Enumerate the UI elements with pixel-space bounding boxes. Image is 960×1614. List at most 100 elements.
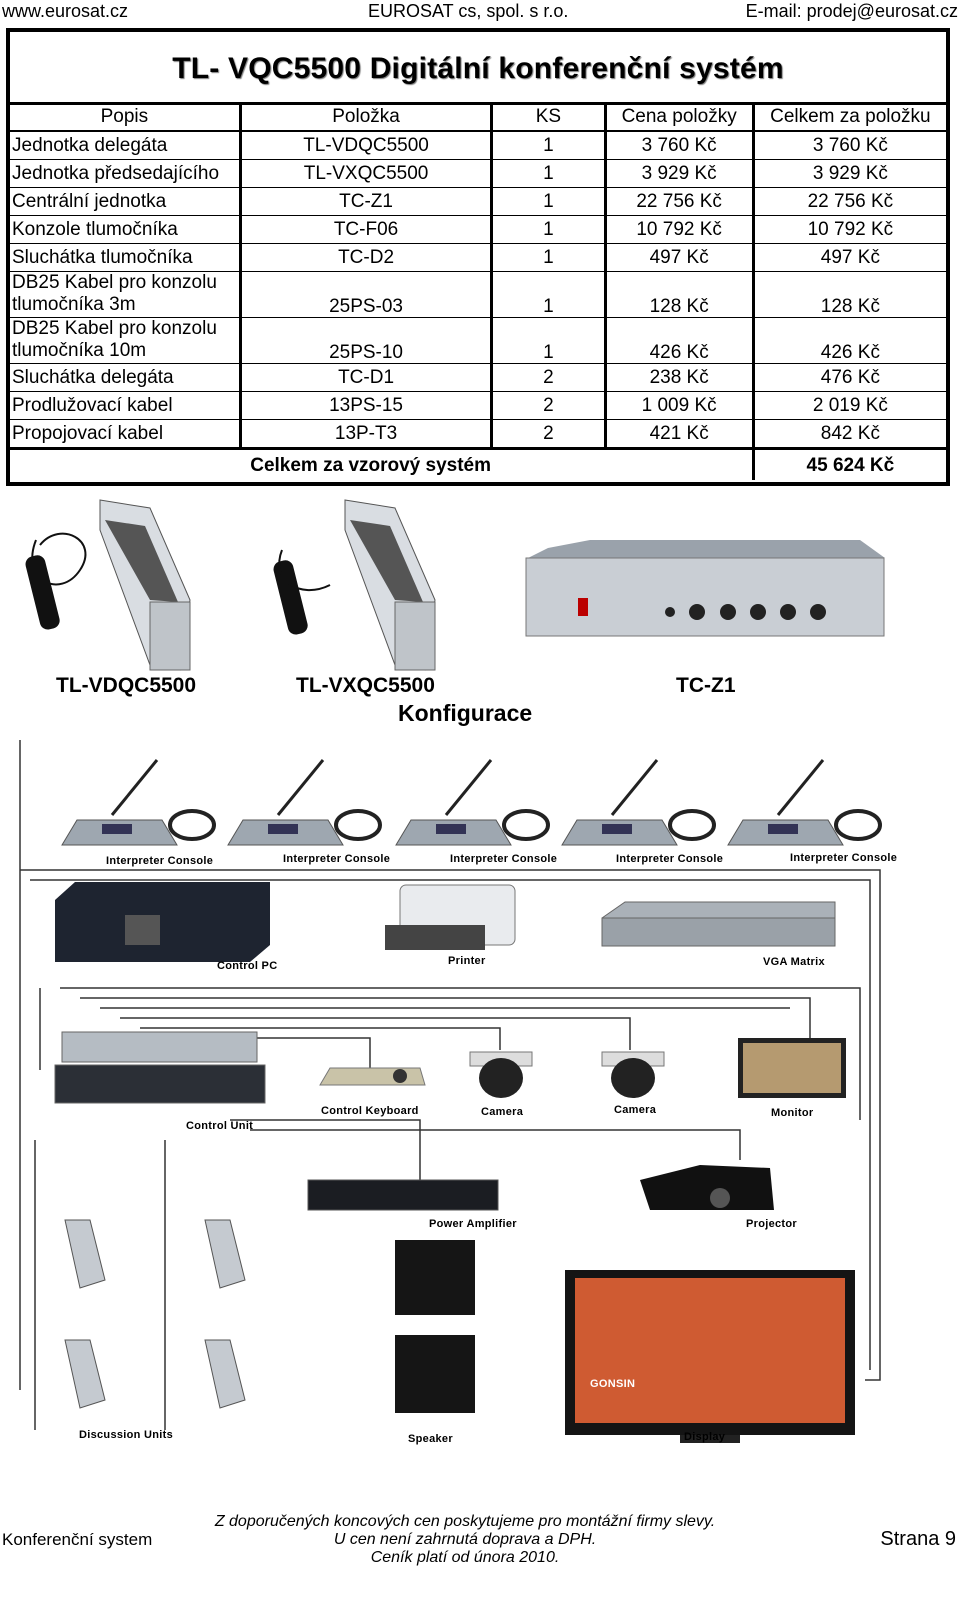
cell-polozka: 13P-T3 [240, 419, 494, 449]
total-value: 45 624 Kč [751, 447, 946, 480]
label-interpreter-console: Interpreter Console [450, 853, 558, 865]
footer-note-2: U cen není zahrnutá doprava a DPH. [333, 1531, 597, 1548]
cell-cena: 238 Kč [605, 363, 755, 392]
table-row: Centrální jednotka TC-Z1 1 22 756 Kč 22 … [10, 187, 946, 216]
cell-polozka: TL-VDQC5500 [240, 131, 494, 160]
table-row: Propojovací kabel 13P-T3 2 421 Kč 842 Kč [10, 419, 946, 449]
cell-polozka: TL-VXQC5500 [240, 159, 494, 188]
label-monitor: Monitor [771, 1107, 814, 1119]
col-header-celkem: Celkem za položku [753, 102, 946, 132]
cell-polozka: TC-D2 [240, 243, 494, 272]
control-keyboard-image [319, 1067, 426, 1086]
cell-ks: 1 [491, 159, 607, 188]
table-row: Sluchátka tlumočníka TC-D2 1 497 Kč 497 … [10, 243, 946, 272]
label-interpreter-console: Interpreter Console [283, 853, 391, 865]
cell-ks: 1 [491, 131, 607, 160]
cell-popis-line1: DB25 Kabel pro konzolu [12, 318, 217, 339]
label-control-pc: Control PC [217, 960, 278, 972]
cell-ks: 2 [491, 363, 607, 392]
connection-lines [19, 740, 881, 1430]
title-box: TL- VQC5500 Digitální konferenční systém [10, 32, 946, 105]
website-url: www.eurosat.cz [2, 1, 129, 21]
cell-cena: 3 760 Kč [605, 131, 755, 160]
cell-ks: 1 [491, 243, 607, 272]
label-vga-matrix: VGA Matrix [763, 956, 825, 968]
table-row: Sluchátka delegáta TC-D1 2 238 Kč 476 Kč [10, 363, 946, 392]
col-header-popis: Popis [10, 102, 242, 132]
vga-matrix-image [601, 901, 836, 947]
footer-note-3: Ceník platí od února 2010. [370, 1549, 560, 1566]
product-label-1: TL-VDQC5500 [56, 674, 197, 697]
cell-polozka: 25PS-10 [240, 317, 494, 364]
label-discussion-units: Discussion Units [79, 1429, 174, 1441]
cell-ks: 1 [491, 187, 607, 216]
camera-image [601, 1051, 665, 1098]
monitor-image [738, 1038, 846, 1098]
table-row: Jednotka předsedajícího TL-VXQC5500 1 3 … [10, 159, 946, 188]
cell-popis: Jednotka delegáta [10, 131, 242, 160]
cell-popis-line2: tlumočníka 10m [12, 340, 147, 361]
label-speaker: Speaker [408, 1433, 453, 1445]
cell-popis: Sluchátka delegáta [10, 363, 242, 392]
cell-celkem: 22 756 Kč [753, 187, 946, 216]
footer-note-1: Z doporučených koncových cen poskytujeme… [214, 1513, 716, 1530]
label-interpreter-console: Interpreter Console [106, 855, 214, 867]
printer-image [385, 884, 516, 950]
cell-cena: 3 929 Kč [605, 159, 755, 188]
label-camera: Camera [481, 1106, 524, 1118]
label-display: Display [684, 1431, 726, 1443]
cell-ks: 1 [491, 271, 607, 318]
configuration-diagram [19, 740, 882, 1443]
cell-celkem: 842 Kč [753, 419, 946, 449]
table-row: Prodlužovací kabel 13PS-15 2 1 009 Kč 2 … [10, 391, 946, 420]
cell-popis: Jednotka předsedajícího [10, 159, 242, 188]
cell-polozka: 25PS-03 [240, 271, 494, 318]
total-row: Celkem za vzorový systém 45 624 Kč [10, 447, 946, 480]
cell-polozka: TC-D1 [240, 363, 494, 392]
cell-polozka: TC-F06 [240, 215, 494, 244]
footer-doc-name: Konferenční system [2, 1530, 153, 1549]
cell-popis: Prodlužovací kabel [10, 391, 242, 420]
cell-popis: Konzole tlumočníka [10, 215, 242, 244]
label-interpreter-console: Interpreter Console [790, 852, 898, 864]
cell-popis-line2: tlumočníka 3m [12, 294, 136, 315]
cell-ks: 2 [491, 391, 607, 420]
label-control-keyboard: Control Keyboard [321, 1105, 419, 1117]
chairman-unit-image [273, 499, 436, 671]
company-name: EUROSAT cs, spol. s r.o. [368, 1, 569, 21]
email-address: E-mail: prodej@eurosat.cz [745, 1, 958, 21]
table-row: Jednotka delegáta TL-VDQC5500 1 3 760 Kč… [10, 131, 946, 160]
col-header-cena: Cena položky [605, 102, 755, 132]
power-amplifier-image [307, 1179, 499, 1211]
projector-image [640, 1165, 774, 1210]
product-label-3: TC-Z1 [676, 674, 736, 697]
display-brand: GONSIN [590, 1378, 636, 1390]
col-header-ks: KS [491, 102, 607, 132]
cell-popis-line1: DB25 Kabel pro konzolu [12, 272, 217, 293]
cell-popis: Sluchátka tlumočníka [10, 243, 242, 272]
speaker-image [395, 1240, 475, 1413]
page-number: Strana 9 [880, 1528, 956, 1550]
cell-cena: 497 Kč [605, 243, 755, 272]
cell-celkem: 426 Kč [753, 317, 946, 364]
cell-ks: 2 [491, 419, 607, 449]
product-photos [25, 499, 885, 671]
label-camera: Camera [614, 1104, 657, 1116]
table-row: Konzole tlumočníka TC-F06 1 10 792 Kč 10… [10, 215, 946, 244]
cell-polozka: TC-Z1 [240, 187, 494, 216]
product-label-2: TL-VXQC5500 [296, 674, 435, 697]
interpreter-consoles [61, 759, 882, 846]
cell-celkem: 2 019 Kč [753, 391, 946, 420]
cell-cena: 426 Kč [605, 317, 755, 364]
cell-cena: 421 Kč [605, 419, 755, 449]
label-interpreter-console: Interpreter Console [616, 853, 724, 865]
label-control-unit: Control Unit [186, 1120, 254, 1132]
cell-celkem: 128 Kč [753, 271, 946, 318]
page-title: TL- VQC5500 Digitální konferenční systém [172, 52, 784, 85]
price-table-frame: TL- VQC5500 Digitální konferenční systém… [6, 28, 950, 486]
cell-celkem: 3 929 Kč [753, 159, 946, 188]
price-table: Popis Položka KS Cena položky Celkem za … [10, 102, 946, 480]
